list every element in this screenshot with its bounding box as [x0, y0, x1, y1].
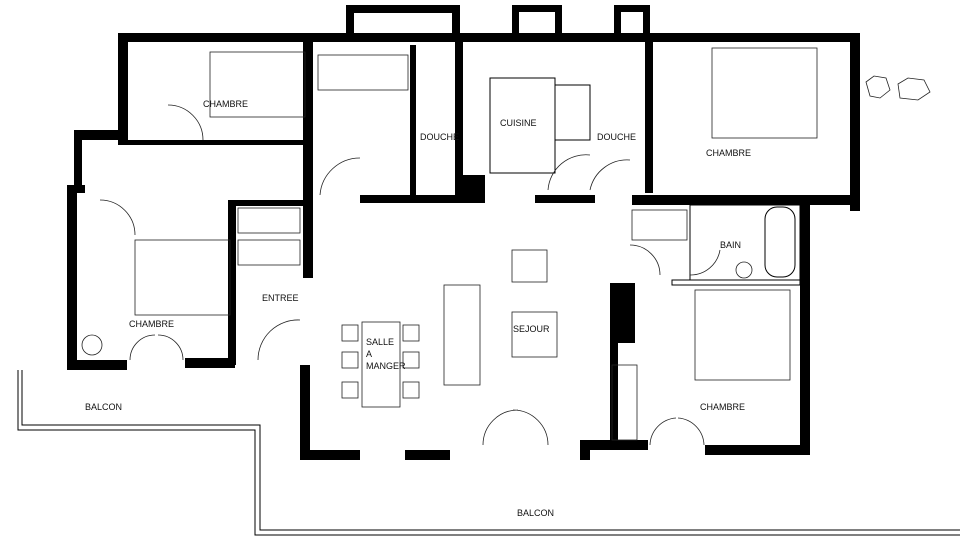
label-salle: SALLE [366, 337, 394, 347]
thin-lines [17, 77, 960, 536]
label-douche-2: DOUCHE [597, 132, 636, 142]
label-cuisine: CUISINE [500, 118, 537, 128]
label-chambre-se: CHAMBRE [700, 402, 745, 412]
walls [67, 5, 860, 460]
label-chambre-ne: CHAMBRE [706, 148, 751, 158]
label-douche-1: DOUCHE [420, 132, 459, 142]
label-a: A [366, 349, 372, 359]
label-entree: ENTREE [262, 293, 299, 303]
furniture [81, 47, 931, 446]
label-manger: MANGER [366, 361, 406, 371]
label-chambre-w: CHAMBRE [129, 319, 174, 329]
label-balcon-w: BALCON [85, 402, 122, 412]
room-labels: CHAMBRE DOUCHE CUISINE DOUCHE CHAMBRE CH… [85, 99, 751, 518]
label-bain: BAIN [720, 240, 741, 250]
label-chambre-nw: CHAMBRE [203, 99, 248, 109]
label-balcon-s: BALCON [517, 508, 554, 518]
label-sejour: SEJOUR [513, 324, 550, 334]
